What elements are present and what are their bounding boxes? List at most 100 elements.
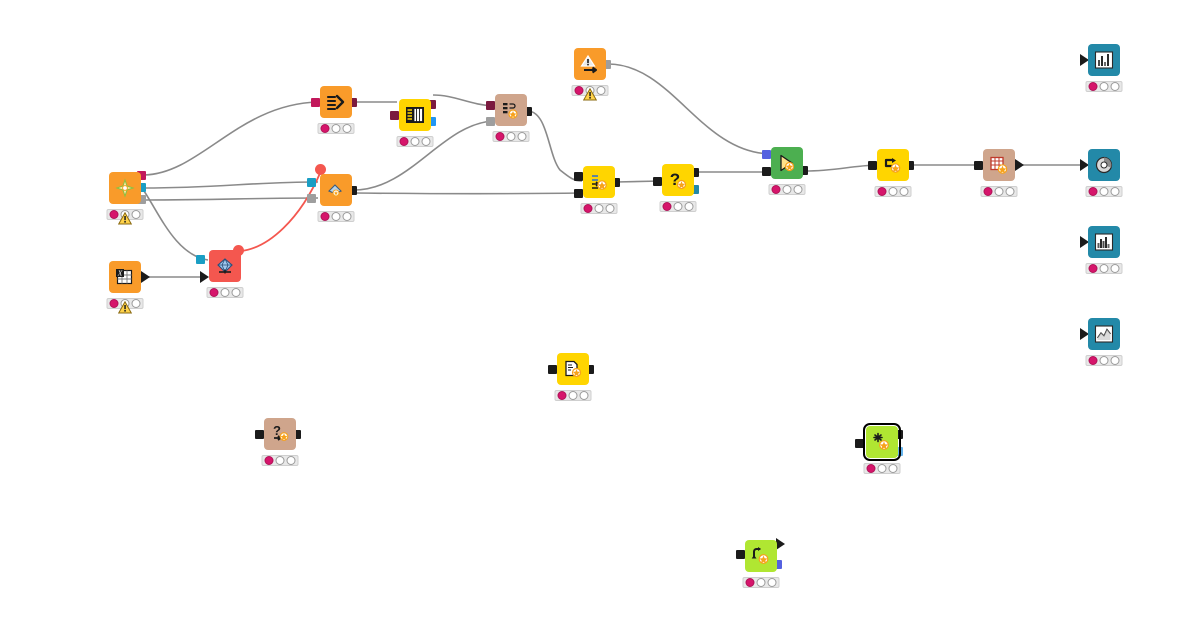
- node-body-rule-lookup-node[interactable]: ?: [264, 418, 296, 450]
- status-light-configured: [594, 204, 604, 213]
- input-port-loop-start-node-0[interactable]: [736, 550, 745, 559]
- wire-joiner-rule: [353, 120, 494, 191]
- status-light-idle: [495, 132, 505, 141]
- status-light-idle: [1088, 264, 1098, 273]
- output-port-source-node-1-1[interactable]: [137, 183, 146, 192]
- list-config-icon: [501, 100, 521, 120]
- output-port-joiner-node-2[interactable]: [348, 186, 357, 195]
- output-port-predictor-node-2[interactable]: [799, 166, 808, 175]
- status-light-idle: [109, 210, 119, 219]
- output-port-source-node-1-2[interactable]: [137, 195, 146, 204]
- output-port-transform-node-2[interactable]: [611, 178, 620, 187]
- node-status-pie-chart-view-node: [1085, 186, 1123, 197]
- output-port-table-view-node-1[interactable]: [1015, 159, 1024, 171]
- input-port-line-plot-view-node-0[interactable]: [1080, 328, 1089, 340]
- input-port-loop-end-node-0[interactable]: [855, 439, 864, 448]
- node-body-joiner-node[interactable]: [320, 174, 352, 206]
- output-port-missing-value-node-1[interactable]: [690, 168, 699, 177]
- node-body-writer-node[interactable]: [574, 48, 606, 80]
- status-light-executed: [342, 124, 352, 133]
- node-body-bar-chart-view-node[interactable]: [1088, 44, 1120, 76]
- node-body-line-plot-view-node[interactable]: [1088, 318, 1120, 350]
- node-body-table-view-node[interactable]: [983, 149, 1015, 181]
- output-port-column-splitter-node-1[interactable]: [427, 100, 436, 109]
- input-port-pie-chart-view-node-0[interactable]: [1080, 159, 1089, 171]
- input-port-transform-node-1[interactable]: [574, 189, 583, 198]
- wire-predictor-scorer: [804, 164, 877, 172]
- input-port-missing-value-node-0[interactable]: [653, 177, 662, 186]
- warning-icon-writer-node[interactable]: [582, 87, 598, 101]
- wire-writer-predictor: [607, 63, 771, 155]
- status-light-idle: [399, 137, 409, 146]
- input-port-bar-chart-view-node-0[interactable]: [1080, 54, 1089, 66]
- node-body-scorer-node[interactable]: [877, 149, 909, 181]
- node-body-row-filter-node[interactable]: [320, 86, 352, 118]
- column-bars-icon: [405, 105, 425, 125]
- node-status-column-splitter-node: [396, 136, 434, 147]
- node-body-learner-node[interactable]: [209, 250, 241, 282]
- output-port-document-node-1[interactable]: [585, 365, 594, 374]
- node-body-loop-start-node[interactable]: [745, 540, 777, 572]
- node-body-transform-node[interactable]: [583, 166, 615, 198]
- output-port-writer-node-0[interactable]: [602, 60, 611, 69]
- output-port-loop-end-node-1[interactable]: [894, 430, 903, 439]
- node-body-column-splitter-node[interactable]: [399, 99, 431, 131]
- status-light-idle: [866, 464, 876, 473]
- status-light-executed: [342, 212, 352, 221]
- status-light-configured: [673, 202, 683, 211]
- node-body-rule-engine-node[interactable]: [495, 94, 527, 126]
- input-port-histogram-view-node-0[interactable]: [1080, 236, 1089, 248]
- status-light-idle: [583, 204, 593, 213]
- status-light-idle: [320, 124, 330, 133]
- input-port-row-filter-node-0[interactable]: [311, 98, 320, 107]
- status-light-idle: [264, 456, 274, 465]
- node-body-document-node[interactable]: [557, 353, 589, 385]
- warning-icon-source-node-1[interactable]: [117, 211, 133, 225]
- output-port-loop-start-node-2[interactable]: [773, 560, 782, 569]
- input-port-joiner-node-1[interactable]: [307, 194, 316, 203]
- node-status-row-filter-node: [317, 123, 355, 134]
- histogram-icon: [1094, 232, 1114, 252]
- node-body-source-node-1[interactable]: [109, 172, 141, 204]
- input-port-learner-node-1[interactable]: [200, 271, 209, 283]
- output-port-row-filter-node-1[interactable]: [348, 98, 357, 107]
- input-port-rule-engine-node-0[interactable]: [486, 101, 495, 110]
- status-light-configured: [888, 187, 898, 196]
- input-port-table-view-node-0[interactable]: [974, 161, 983, 170]
- status-light-idle: [574, 86, 584, 95]
- node-body-histogram-view-node[interactable]: [1088, 226, 1120, 258]
- input-port-document-node-0[interactable]: [548, 365, 557, 374]
- input-port-joiner-node-0[interactable]: [307, 178, 316, 187]
- input-port-rule-lookup-node-0[interactable]: [255, 430, 264, 439]
- output-port-missing-value-node-2[interactable]: [690, 185, 699, 194]
- node-body-loop-end-node[interactable]: [863, 423, 901, 461]
- node-body-missing-value-node[interactable]: ?: [662, 164, 694, 196]
- output-port-scorer-node-1[interactable]: [905, 161, 914, 170]
- status-light-configured: [782, 185, 792, 194]
- node-status-joiner-node: [317, 211, 355, 222]
- output-port-rule-lookup-node-1[interactable]: [292, 430, 301, 439]
- output-port-column-splitter-node-2[interactable]: [427, 117, 436, 126]
- output-port-loop-end-node-2[interactable]: [894, 447, 903, 456]
- output-port-source-node-1-0[interactable]: [137, 171, 146, 180]
- input-port-joiner-node-3[interactable]: [315, 164, 326, 175]
- output-port-table-reader-node-0[interactable]: [141, 271, 150, 283]
- node-body-pie-chart-view-node[interactable]: [1088, 149, 1120, 181]
- status-light-executed: [888, 464, 898, 473]
- warning-icon-table-reader-node[interactable]: [117, 300, 133, 314]
- output-port-rule-engine-node-2[interactable]: [523, 107, 532, 116]
- input-port-scorer-node-0[interactable]: [868, 161, 877, 170]
- input-port-predictor-node-1[interactable]: [762, 167, 771, 176]
- node-body-table-reader-node[interactable]: X: [109, 261, 141, 293]
- input-port-learner-node-0[interactable]: [196, 255, 205, 264]
- output-port-loop-start-node-1[interactable]: [776, 538, 785, 550]
- node-body-predictor-node[interactable]: [771, 147, 803, 179]
- input-port-predictor-node-0[interactable]: [762, 150, 771, 159]
- input-port-transform-node-0[interactable]: [574, 172, 583, 181]
- input-port-column-splitter-node-0[interactable]: [390, 111, 399, 120]
- status-light-executed: [1110, 82, 1120, 91]
- input-port-rule-engine-node-1[interactable]: [486, 117, 495, 126]
- status-light-executed: [1005, 187, 1015, 196]
